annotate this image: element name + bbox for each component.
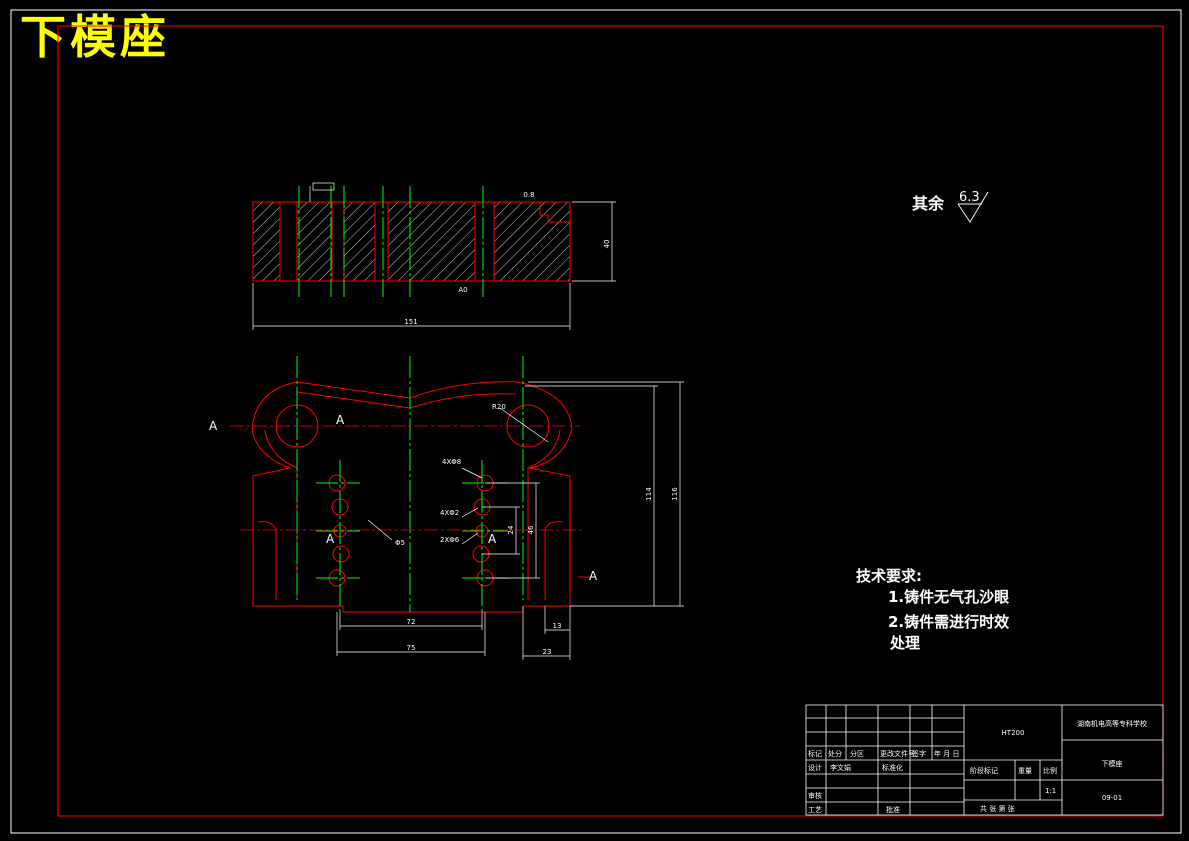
- title-block: [805, 704, 1164, 816]
- roughness-small-2: A0: [458, 286, 467, 294]
- tb-header-5: 签字: [912, 749, 926, 758]
- requirement-item-1: 1.铸件无气孔沙眼: [888, 588, 1010, 606]
- hole-callout-3: 2XΦ6: [440, 536, 460, 544]
- tb-drawing-no: 09-01: [1102, 794, 1122, 802]
- tb-scale-label: 比例: [1043, 766, 1057, 775]
- tb-school: 湖南机电高等专科学校: [1077, 719, 1147, 728]
- section-view: 151 40 0.8 A0: [252, 182, 616, 330]
- dim-holes-overall: 75: [407, 644, 416, 652]
- tb-header-6: 年 月 日: [934, 749, 959, 758]
- tb-sheets: 共 张 第 张: [980, 804, 1015, 813]
- section-mark-a-4: A: [488, 532, 497, 546]
- section-mark-a-3: A: [326, 532, 335, 546]
- dim-24: 24: [507, 525, 515, 534]
- requirement-item-3: 处理: [890, 634, 921, 652]
- tb-approve-label: 批准: [886, 805, 900, 814]
- section-mark-a-1: A: [209, 419, 218, 433]
- hole-callout-1: 4XΦ8: [442, 458, 461, 466]
- plan-view: [251, 381, 573, 613]
- tb-scale-value: 1:1: [1045, 787, 1056, 795]
- tb-process-label: 工艺: [808, 806, 822, 814]
- tb-material: HT200: [1002, 729, 1025, 737]
- dim-r20: R20: [492, 403, 506, 411]
- outer-border: [10, 9, 1182, 834]
- tb-header-3: 分区: [850, 749, 864, 758]
- roughness-symbol: [957, 191, 989, 223]
- dim-114: 114: [645, 487, 653, 501]
- tb-stage-label: 阶段标记: [970, 766, 998, 775]
- tb-std-label: 标准化: [882, 763, 903, 772]
- tb-header-2: 处分: [828, 749, 842, 758]
- tb-design-label: 设计: [808, 763, 822, 772]
- tb-weight-label: 重量: [1018, 767, 1032, 775]
- dim-phi5: Φ5: [395, 539, 405, 547]
- dim-holes-spacing: 72: [407, 618, 416, 626]
- dim-13: 13: [553, 622, 562, 630]
- hole-callout-2: 4XΦ2: [440, 509, 459, 517]
- drawing-title: 下模座: [20, 10, 170, 64]
- inner-border: [57, 25, 1164, 817]
- tb-header-1: 标记: [808, 749, 822, 758]
- tb-part-name: 下模座: [1102, 759, 1123, 768]
- section-mark-a-5: A: [589, 569, 598, 583]
- tb-designer: 李文娟: [830, 763, 851, 772]
- tb-review-label: 审核: [808, 791, 822, 800]
- dim-height: 40: [603, 240, 611, 249]
- roughness-label: 其余: [912, 194, 945, 213]
- dim-total-width: 151: [404, 318, 417, 326]
- roughness-small-1: 0.8: [523, 191, 534, 199]
- roughness-value: 6.3: [959, 190, 980, 205]
- section-mark-a-2: A: [336, 413, 345, 427]
- tb-header-4: 更改文件号: [880, 749, 915, 758]
- dim-46: 46: [527, 525, 535, 534]
- dim-116: 116: [671, 487, 679, 501]
- requirement-item-2: 2.铸件需进行时效: [888, 613, 1010, 631]
- dim-23: 23: [543, 648, 552, 656]
- requirements-heading: 技术要求:: [856, 567, 922, 585]
